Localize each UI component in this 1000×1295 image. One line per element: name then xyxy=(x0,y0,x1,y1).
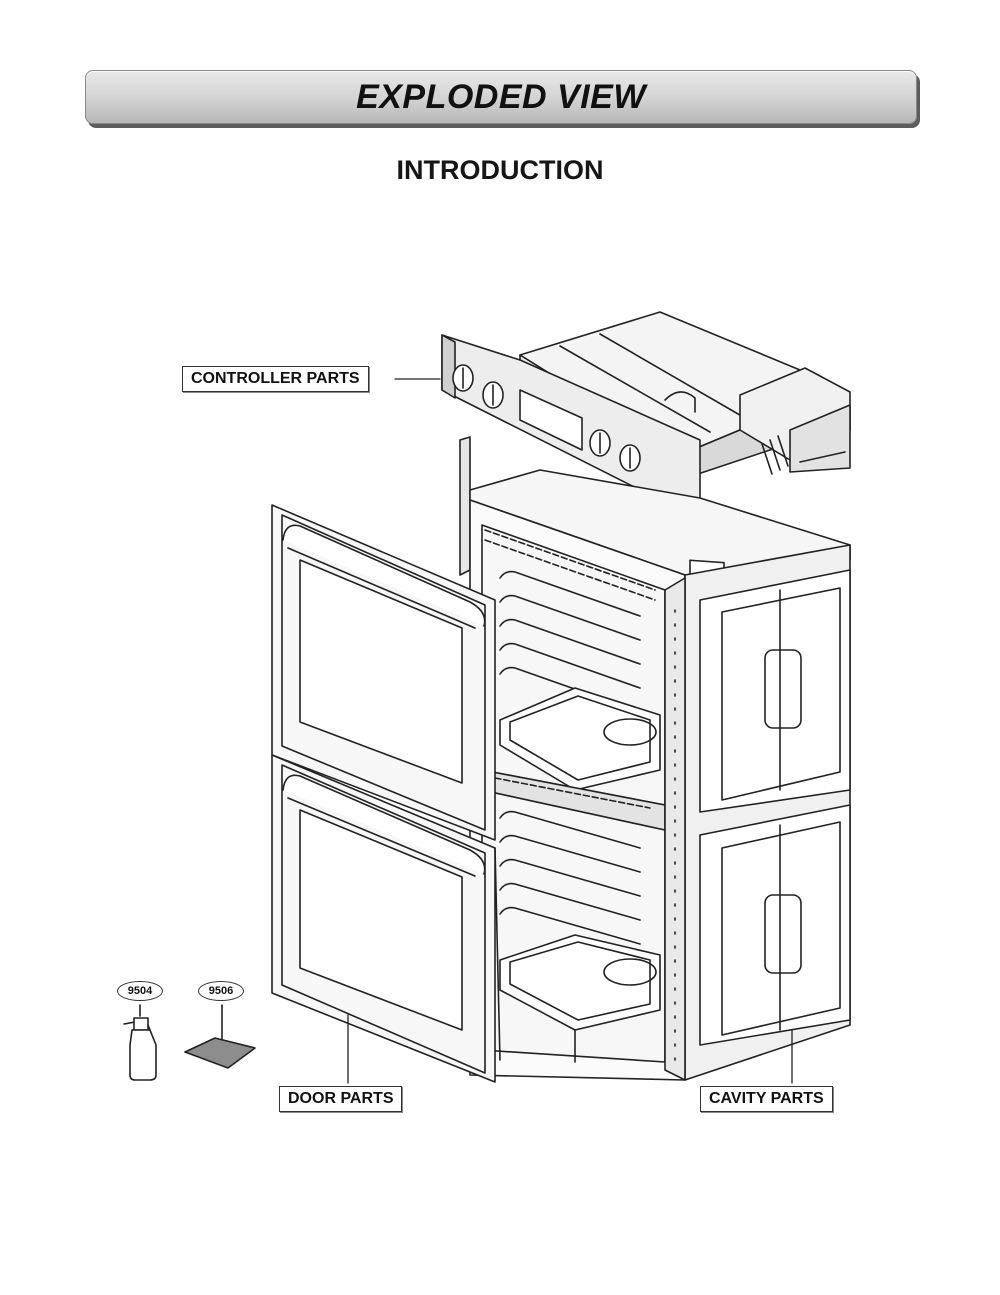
part-number-9504: 9504 xyxy=(117,981,163,1001)
controller-assembly xyxy=(441,311,851,506)
upper-door xyxy=(271,504,496,912)
cavity-assembly xyxy=(459,436,851,1081)
door-parts-label: DOOR PARTS xyxy=(279,1086,403,1112)
spray-bottle xyxy=(123,1004,157,1081)
lower-door xyxy=(271,754,501,1083)
controller-parts-label: CONTROLLER PARTS xyxy=(182,366,369,392)
section-title: INTRODUCTION xyxy=(396,155,604,185)
header-banner: EXPLODED VIEW xyxy=(85,70,917,124)
cavity-parts-label: CAVITY PARTS xyxy=(700,1086,833,1112)
leader-lines xyxy=(347,378,793,1084)
header-title: EXPLODED VIEW xyxy=(356,77,646,116)
cleaning-pad xyxy=(184,1004,256,1069)
part-number-9506: 9506 xyxy=(198,981,244,1001)
